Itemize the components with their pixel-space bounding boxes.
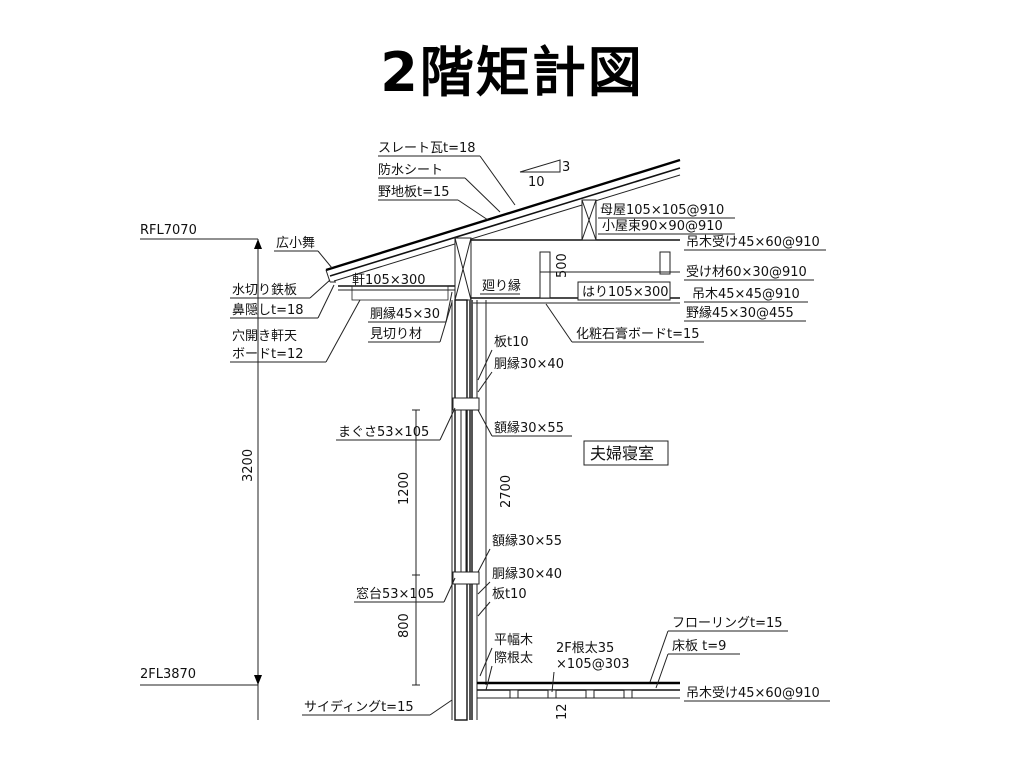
label-slate: スレート瓦t=18 bbox=[378, 141, 476, 156]
label-subfloor: 床板 t=9 bbox=[672, 639, 726, 654]
slope-run: 10 bbox=[528, 175, 545, 190]
level-lines bbox=[140, 238, 262, 720]
dim-500: 500 bbox=[555, 253, 570, 278]
label-purlin: 母屋105×105@910 bbox=[600, 203, 724, 218]
label-hanger: 吊木45×45@910 bbox=[692, 287, 800, 302]
window-dims bbox=[412, 409, 420, 686]
slope-symbol bbox=[519, 159, 561, 173]
label-sill: 窓台53×105 bbox=[356, 586, 434, 602]
rfl-label: RFL7070 bbox=[140, 223, 197, 238]
label-hanger-support-2: 吊木受け45×60@910 bbox=[686, 686, 820, 701]
beam-label-box bbox=[577, 281, 671, 301]
eave bbox=[338, 285, 455, 301]
label-noki: 軒105×300 bbox=[352, 273, 426, 288]
label-doubuchi-eave: 胴縁45×30 bbox=[370, 306, 440, 322]
roof bbox=[325, 158, 681, 283]
dim-2700: 2700 bbox=[499, 475, 514, 508]
label-kiwanebuto: 際根太 bbox=[494, 651, 533, 666]
label-sheathing: 野地板t=15 bbox=[378, 185, 450, 200]
label-hirokomai: 広小舞 bbox=[276, 236, 315, 251]
label-anaaki-1: 穴開き軒天 bbox=[232, 329, 297, 344]
room-label-box bbox=[583, 440, 669, 466]
label-mawaribuchi: 廻り縁 bbox=[482, 278, 521, 294]
dim-800: 800 bbox=[397, 613, 412, 638]
label-hanger-support: 吊木受け45×60@910 bbox=[686, 235, 820, 250]
label-magusa: まぐさ53×105 bbox=[338, 425, 429, 440]
label-mizukiri: 水切り鉄板 bbox=[232, 283, 297, 298]
label-doubuchi-lower: 胴縁30×40 bbox=[492, 566, 562, 582]
wall-section bbox=[451, 299, 480, 721]
room-name: 夫婦寝室 bbox=[590, 444, 654, 463]
label-ita-lower: 板t10 bbox=[492, 587, 527, 602]
page-title: 2階矩計図 bbox=[380, 41, 644, 104]
floor-structure bbox=[477, 681, 680, 699]
label-hirahaba: 平幅木 bbox=[494, 633, 533, 648]
dim-12: 12 bbox=[555, 703, 570, 720]
label-siding: サイディングt=15 bbox=[304, 699, 414, 715]
fl2-label: 2FL3870 bbox=[140, 667, 196, 682]
dim-1200: 1200 bbox=[397, 472, 412, 505]
label-nobuchi: 野縁45×30@455 bbox=[686, 305, 794, 321]
label-strut: 小屋束90×90@910 bbox=[602, 219, 723, 234]
label-hanakakushi: 鼻隠しt=18 bbox=[232, 302, 304, 318]
label-joist-1: 2F根太35 bbox=[556, 641, 614, 656]
label-waterproof: 防水シート bbox=[378, 162, 443, 178]
label-gypsum: 化粧石膏ボードt=15 bbox=[576, 326, 700, 342]
label-gakubuchi-lower: 額縁30×55 bbox=[492, 533, 562, 549]
ceiling-structure bbox=[454, 199, 680, 304]
label-joist-2: ×105@303 bbox=[556, 657, 630, 672]
label-ita-upper: 板t10 bbox=[494, 335, 529, 350]
label-anaaki-2: ボードt=12 bbox=[232, 347, 304, 362]
label-beam: はり105×300 bbox=[582, 285, 669, 300]
label-receiver: 受け材60×30@910 bbox=[686, 265, 807, 280]
label-gakubuchi-upper: 額縁30×55 bbox=[494, 420, 564, 436]
label-mikiri: 見切り材 bbox=[370, 327, 422, 342]
label-flooring: フローリングt=15 bbox=[672, 616, 783, 631]
slope-rise: 3 bbox=[562, 160, 570, 175]
label-doubuchi-upper: 胴縁30×40 bbox=[494, 356, 564, 372]
dim-3200: 3200 bbox=[241, 449, 256, 482]
